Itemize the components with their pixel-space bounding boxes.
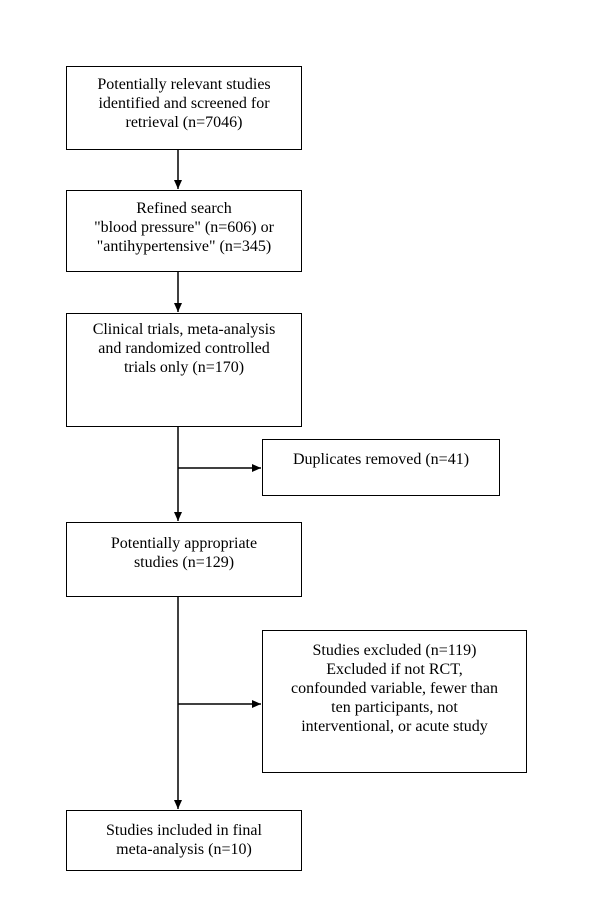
box-text-line: "blood pressure" (n=606) or	[94, 219, 274, 236]
box-duplicates-removed: Duplicates removed (n=41)	[262, 439, 500, 496]
box-text-line: Clinical trials, meta-analysis	[92, 321, 276, 338]
box-potentially-appropriate: Potentially appropriate studies (n=129)	[66, 522, 302, 597]
box-text-line: "antihypertensive" (n=345)	[96, 238, 272, 255]
box-text-line: confounded variable, fewer than	[290, 680, 498, 697]
box-studies-excluded: Studies excluded (n=119) Excluded if not…	[262, 630, 527, 773]
box-text-line: retrieval (n=7046)	[125, 114, 243, 131]
box-text-line: Potentially appropriate	[110, 535, 258, 552]
box-text-line: and randomized controlled	[98, 340, 270, 357]
box-text-line: trials only (n=170)	[123, 359, 245, 376]
box-text-line: meta-analysis (n=10)	[116, 841, 252, 858]
box-text-line: Studies excluded (n=119)	[312, 642, 477, 659]
box-text-line: Excluded if not RCT,	[326, 661, 463, 678]
box-studies-identified: Potentially relevant studies identified …	[66, 66, 302, 150]
box-text-line: Duplicates removed (n=41)	[292, 451, 470, 468]
box-text-line: studies (n=129)	[133, 554, 235, 571]
box-studies-included: Studies included in final meta-analysis …	[66, 810, 302, 871]
box-text-line: Potentially relevant studies	[97, 76, 271, 93]
box-clinical-trials: Clinical trials, meta-analysis and rando…	[66, 313, 302, 427]
box-text-line: identified and screened for	[98, 95, 270, 112]
box-text-line: Refined search	[136, 200, 232, 217]
box-refined-search: Refined search "blood pressure" (n=606) …	[66, 190, 302, 272]
box-text-line: ten participants, not	[331, 699, 458, 716]
box-text-line: Studies included in final	[106, 822, 262, 839]
box-text-line: interventional, or acute study	[301, 718, 488, 735]
